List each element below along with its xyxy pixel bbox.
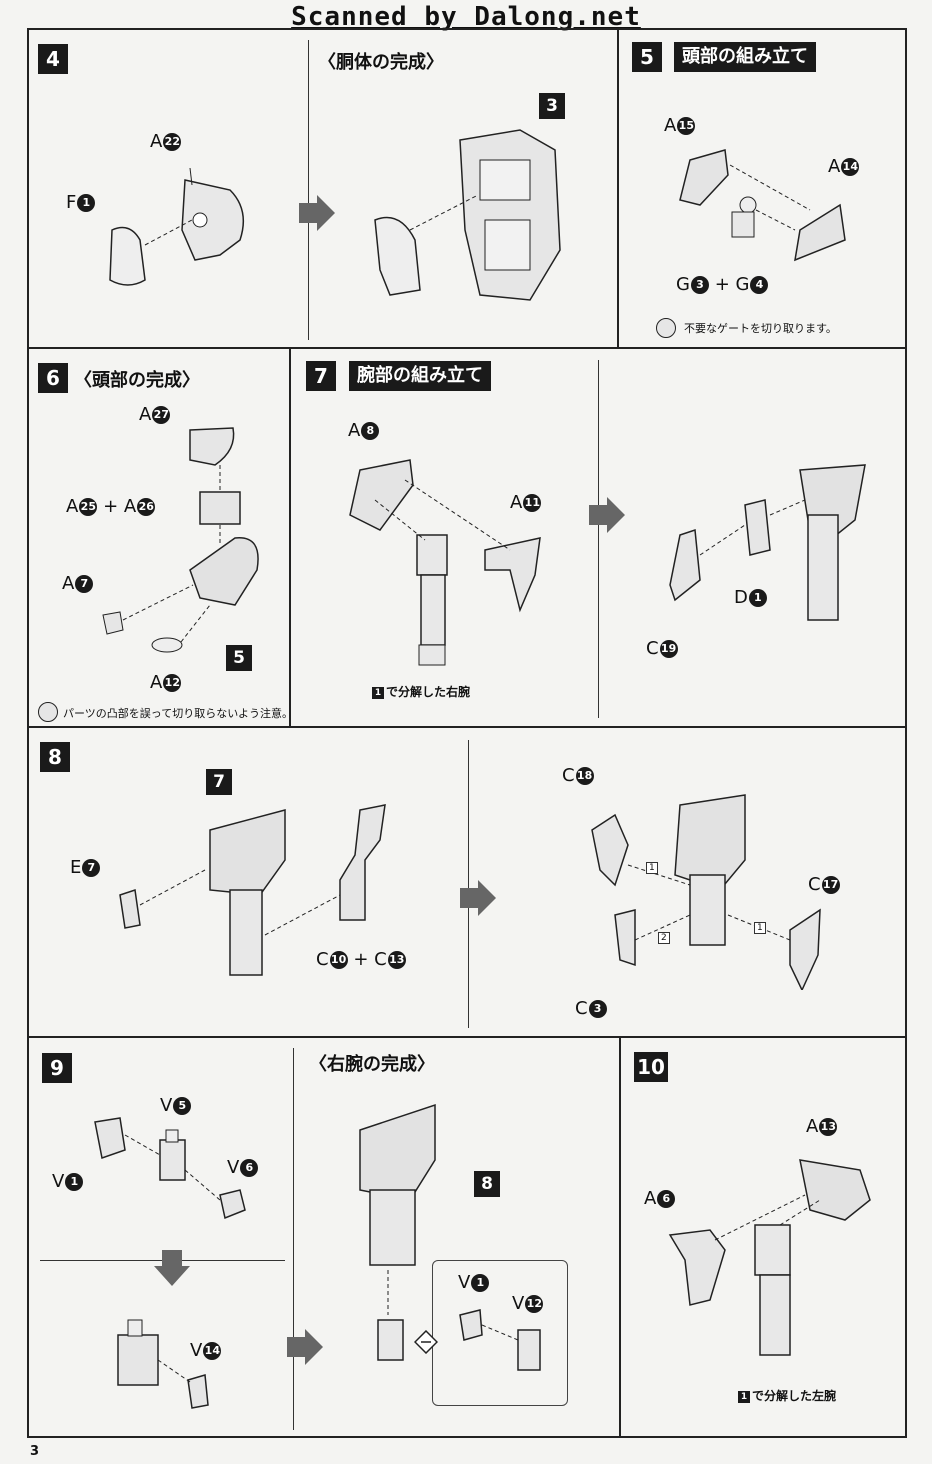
torso-illustration: [374, 129, 561, 301]
divider-row3: [27, 1036, 907, 1038]
ref-step-badge: 3: [539, 93, 565, 119]
scan-header: Scanned by Dalong.net: [291, 2, 641, 32]
step-number: 10: [634, 1052, 668, 1082]
ref-step-badge: 8: [474, 1171, 500, 1197]
sub-separator: [468, 740, 469, 1028]
divider-v1: [617, 28, 619, 348]
arm-parts-illustration: [349, 459, 541, 666]
divider-row1: [27, 347, 907, 349]
part-illustration: [109, 167, 245, 286]
open-hand-illustration: [459, 1309, 541, 1371]
head-assembly-illustration: [102, 427, 259, 653]
section-title: 〈右腕の完成〉: [309, 1054, 435, 1075]
step-number: 6: [38, 363, 68, 393]
arm-final-illustration: [591, 794, 821, 990]
step-number: 7: [306, 361, 336, 391]
sub-separator: [598, 360, 599, 718]
ref-step-badge: 5: [226, 645, 252, 671]
head-parts-illustration: [679, 149, 846, 262]
instruction-note: 不要なゲートを切り取ります。: [684, 322, 837, 335]
instruction-frame: [27, 28, 907, 1438]
order-badge: 2: [658, 930, 670, 944]
arm-assembly-illustration: [669, 464, 866, 621]
step-title: 頭部の組み立て: [674, 42, 816, 72]
divider-v3: [619, 1036, 621, 1438]
step-title: 腕部の組み立て: [349, 361, 491, 391]
sub-separator: [308, 40, 309, 340]
page-number: 3: [30, 1444, 40, 1459]
order-badge: 1: [646, 860, 658, 874]
step-number: 8: [40, 742, 70, 772]
flow-arrow-icon: [287, 1329, 323, 1365]
hand-assembly-illustration: [117, 1319, 209, 1409]
left-arm-illustration: [668, 1159, 871, 1356]
order-badge: 1: [754, 920, 766, 934]
instruction-note: パーツの凸部を誤って切り取らないよう注意。: [63, 707, 294, 720]
arm-armor-illustration: [119, 804, 386, 976]
section-title: 〈胴体の完成〉: [318, 52, 444, 73]
ref-step-badge: 7: [206, 769, 232, 795]
alt-hand-box: [432, 1260, 568, 1406]
flow-arrow-icon: [460, 880, 496, 916]
step-number: 4: [38, 44, 68, 74]
down-arrow-icon: [154, 1250, 190, 1286]
nipper-icon: [656, 318, 676, 338]
sub-separator: [293, 1048, 294, 1430]
flow-arrow-icon: [589, 497, 625, 533]
nipper-icon: [38, 702, 58, 722]
swap-diamond-icon: [414, 1330, 438, 1354]
section-title: 〈頭部の完成〉: [74, 370, 200, 391]
step-number: 9: [42, 1053, 72, 1083]
right-arm-illustration: [359, 1103, 436, 1361]
divider-v2: [289, 347, 291, 727]
hand-parts-illustration: [94, 1117, 246, 1220]
divider-row2: [27, 726, 907, 728]
step-number: 5: [632, 42, 662, 72]
flow-arrow-icon: [299, 195, 335, 231]
